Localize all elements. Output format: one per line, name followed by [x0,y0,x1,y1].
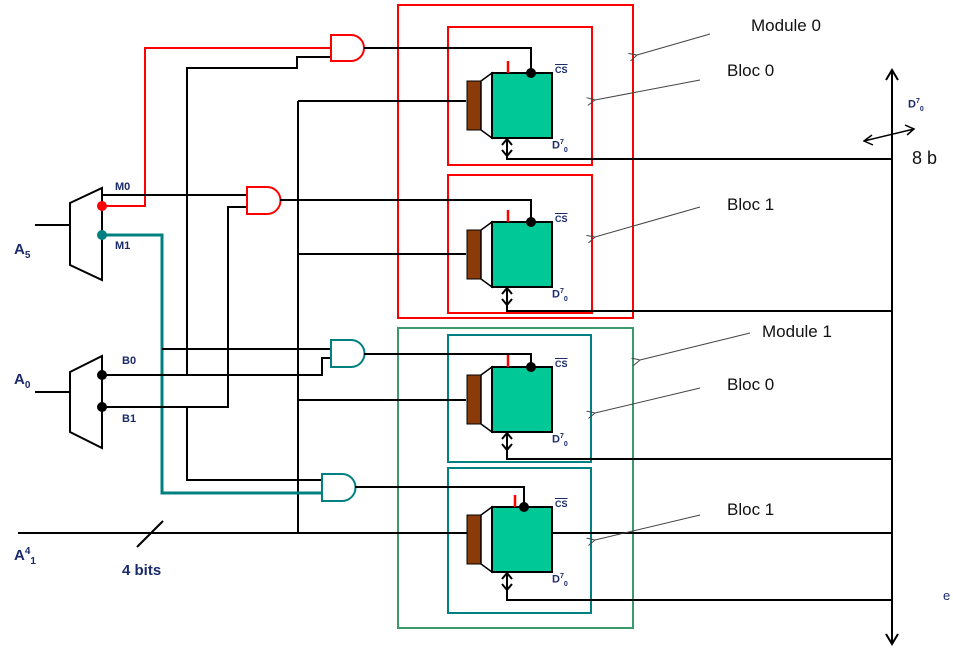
module-1-bloc-0-arrow [595,387,701,413]
chip-body [491,72,553,139]
module-0-bloc-0-arrow [595,79,701,100]
cs-pin [526,362,536,372]
module-1-bloc-0-frame [447,334,592,463]
and-gate-m0-b0 [330,34,365,62]
data-bus-width-label: 8 b [912,148,938,168]
m1-wire [102,233,322,495]
cs-label: CS [555,214,568,224]
data-port-label: D70 [552,573,568,588]
memory-chip-m1-b0 [466,355,553,452]
data-bus-bottom-fragment: e [943,588,951,603]
data-port-label: D70 [552,139,568,154]
module-1-frame [397,327,634,629]
input-label-a41: A41 [14,546,36,567]
memory-chip-m0-b1 [466,210,553,307]
data-bus-label: D70 [908,98,924,113]
bus-width-label: 4 bits [122,562,162,579]
module-1-arrow [640,332,751,360]
module-0-label: Module 0 [751,16,821,35]
and-gate-m1-b1 [321,473,357,502]
module-1-bloc-1-label: Bloc 1 [727,500,775,519]
memory-chip-m1-b1 [466,495,553,592]
input-label-a0: A0 [14,371,31,391]
cs-pin [526,68,536,78]
decoder-b-out1-label: B1 [122,413,137,425]
bidirectional-arrow-icon [501,431,513,452]
chip-body [491,366,553,433]
module-0-bloc-0-frame [447,26,593,166]
bidirectional-arrow-icon [501,286,513,307]
cs-pin [519,502,529,512]
data-port-label: D70 [552,433,568,448]
input-label-a5: A5 [14,241,31,261]
cs-pin [526,217,536,227]
module-0-frame [397,4,634,319]
module-0-bloc-1-frame [447,174,593,314]
data-port-label: D70 [552,288,568,303]
and-gate-m0-b1 [246,186,282,215]
chip-body [491,506,553,573]
decoder-b-out0-label: B0 [122,355,137,367]
module-1-bloc-1-arrow [595,514,701,540]
and-gate-m1-b0 [330,339,366,368]
address-bus-a41 [18,100,892,548]
module-0-arrow [637,33,711,55]
module-0-bloc-1-label: Bloc 1 [727,195,775,214]
module-1-label: Module 1 [762,322,832,341]
m0-wire [102,47,331,207]
decoder-m-out1-label: M1 [115,240,131,252]
module-1-bloc-0-label: Bloc 0 [727,375,775,394]
cs-label: CS [555,65,568,75]
cs-label: CS [555,359,568,369]
bidirectional-arrow-icon [501,571,513,592]
decoder-m-out0-label: M0 [115,181,131,193]
bidirectional-arrow-icon [501,137,513,158]
module-0-bloc-1-arrow [595,206,701,237]
memory-chip-m0-b0 [466,61,553,158]
chip-body [491,221,553,288]
cs-label: CS [555,499,568,509]
module-0-bloc-0-label: Bloc 0 [727,61,775,80]
